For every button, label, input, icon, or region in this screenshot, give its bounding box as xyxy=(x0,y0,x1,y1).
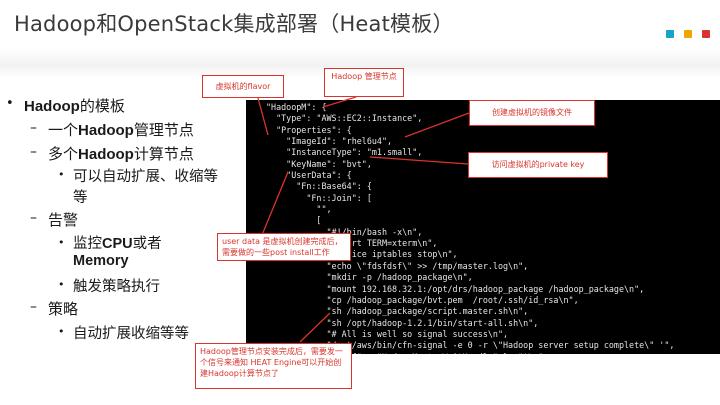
bullet-mgmt-node: 一个Hadoop管理节点 xyxy=(48,121,194,139)
slide-title: Hadoop和OpenStack集成部署（Heat模板） xyxy=(14,12,454,36)
accent-dot-blue xyxy=(666,30,674,38)
bullet-monitor-cpu: 监控CPU或者 xyxy=(73,236,162,252)
callout-mgmt-node: Hadoop 管理节点 xyxy=(324,68,404,97)
callout-image: 创建虚拟机的镜像文件 xyxy=(469,100,595,126)
accent-dots xyxy=(666,30,710,38)
bullet-policy: 策略 xyxy=(48,300,79,318)
bullet-autoscale-line2: 等 xyxy=(73,190,88,206)
code-text: "HadoopM": { "Type": "AWS::EC2::Instance… xyxy=(266,102,675,354)
bullet-marker: • xyxy=(58,236,65,249)
bullet-autoscale-policy: 自动扩展收缩等等 xyxy=(73,326,189,342)
bullet-marker: • xyxy=(6,96,14,111)
callout-user-data: user data 是虚拟机创建完成后，需要做的一些post install工作 xyxy=(217,233,351,261)
dash-marker: – xyxy=(30,144,37,160)
callout-signal: Hadoop管理节点安装完成后，需要发一个信号来通知 HEAT Engine可以… xyxy=(195,343,352,389)
accent-dot-orange xyxy=(684,30,692,38)
bullet-compute-nodes: 多个Hadoop计算节点 xyxy=(48,145,194,163)
callout-flavor: 虚拟机的flavor xyxy=(202,75,284,98)
dash-marker: – xyxy=(30,299,37,315)
bullet-hadoop-template: Hadoop的模板 xyxy=(24,97,125,115)
bullet-marker: • xyxy=(58,278,65,291)
bullet-alarm: 告警 xyxy=(48,211,79,229)
dash-marker: – xyxy=(30,120,37,136)
bullet-trigger-policy: 触发策略执行 xyxy=(73,279,160,295)
dash-marker: – xyxy=(30,210,37,226)
bullet-marker: • xyxy=(58,325,65,338)
bullet-autoscale-line1: 可以自动扩展、收缩等 xyxy=(73,169,218,185)
heat-template-code: "HadoopM": { "Type": "AWS::EC2::Instance… xyxy=(246,100,720,354)
bullet-marker: • xyxy=(58,168,65,181)
accent-dot-red xyxy=(702,30,710,38)
callout-private-key: 访问虚拟机的private key xyxy=(468,152,608,178)
bullet-monitor-memory: Memory xyxy=(73,253,129,269)
